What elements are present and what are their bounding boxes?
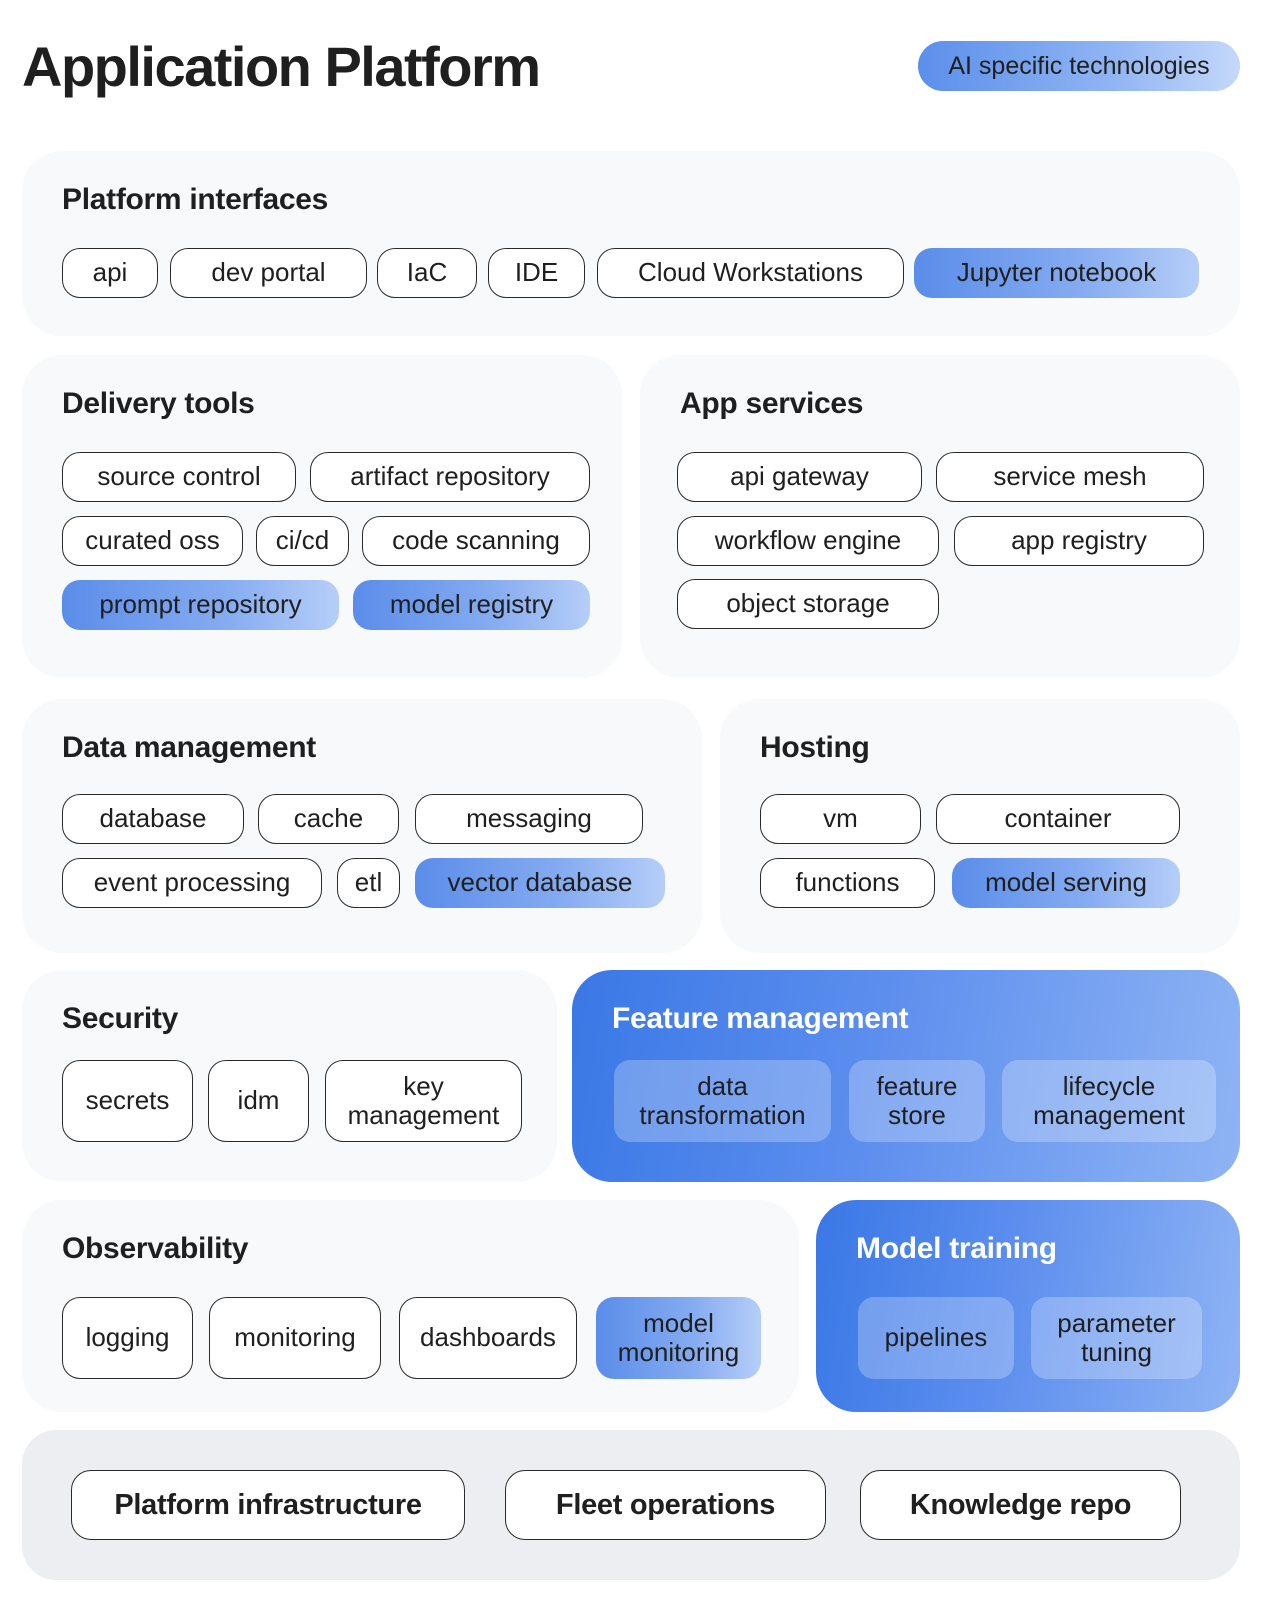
- logging-item: logging: [62, 1297, 193, 1379]
- iac-item: IaC: [377, 248, 477, 298]
- service-mesh-item: service mesh: [936, 452, 1204, 502]
- observability-section: Observability logging monitoring dashboa…: [22, 1200, 799, 1412]
- delivery-tools-section: Delivery tools source control artifact r…: [22, 355, 622, 678]
- parameter-tuning-item: parameter tuning: [1031, 1297, 1202, 1379]
- section-title: Feature management: [612, 1002, 909, 1035]
- jupyter-notebook-item: Jupyter notebook: [914, 248, 1199, 298]
- etl-item: etl: [337, 858, 400, 908]
- foundation-section: Platform infrastructure Fleet operations…: [22, 1430, 1240, 1580]
- event-processing-item: event processing: [62, 858, 322, 908]
- model-monitoring-item: model monitoring: [596, 1297, 761, 1379]
- messaging-item: messaging: [415, 794, 643, 844]
- model-serving-item: model serving: [952, 858, 1180, 908]
- platform-interfaces-section: Platform interfaces api dev portal IaC I…: [22, 151, 1240, 336]
- secrets-item: secrets: [62, 1060, 193, 1142]
- database-item: database: [62, 794, 244, 844]
- functions-item: functions: [760, 858, 935, 908]
- model-training-section: Model training pipelines parameter tunin…: [816, 1200, 1240, 1412]
- section-title: Security: [62, 1002, 178, 1035]
- idm-item: idm: [208, 1060, 309, 1142]
- feature-store-item: feature store: [849, 1060, 985, 1142]
- artifact-repository-item: artifact repository: [310, 452, 590, 502]
- section-title: Observability: [62, 1232, 249, 1265]
- security-section: Security secrets idm key management: [22, 970, 557, 1182]
- workflow-engine-item: workflow engine: [677, 516, 939, 566]
- section-title: Data management: [62, 731, 316, 764]
- code-scanning-item: code scanning: [362, 516, 590, 566]
- prompt-repository-item: prompt repository: [62, 580, 339, 630]
- section-title: Hosting: [760, 731, 870, 764]
- pipelines-item: pipelines: [858, 1297, 1014, 1379]
- section-title: Model training: [856, 1232, 1057, 1265]
- model-registry-item: model registry: [353, 580, 590, 630]
- dashboards-item: dashboards: [399, 1297, 577, 1379]
- app-registry-item: app registry: [954, 516, 1204, 566]
- page-title: Application Platform: [22, 35, 541, 98]
- key-management-item: key management: [325, 1060, 522, 1142]
- source-control-item: source control: [62, 452, 296, 502]
- platform-infrastructure-item: Platform infrastructure: [71, 1470, 465, 1540]
- section-title: App services: [680, 387, 864, 420]
- lifecycle-management-item: lifecycle management: [1002, 1060, 1216, 1142]
- cache-item: cache: [258, 794, 399, 844]
- vm-item: vm: [760, 794, 921, 844]
- container-item: container: [936, 794, 1180, 844]
- feature-management-section: Feature management data transformation f…: [572, 970, 1240, 1182]
- ide-item: IDE: [488, 248, 585, 298]
- vector-database-item: vector database: [415, 858, 665, 908]
- api-item: api: [62, 248, 158, 298]
- ai-legend-badge: AI specific technologies: [918, 41, 1240, 91]
- data-management-section: Data management database cache messaging…: [22, 699, 702, 953]
- api-gateway-item: api gateway: [677, 452, 922, 502]
- dev-portal-item: dev portal: [170, 248, 367, 298]
- data-transformation-item: data transformation: [614, 1060, 831, 1142]
- section-title: Platform interfaces: [62, 183, 329, 216]
- cloud-workstations-item: Cloud Workstations: [597, 248, 904, 298]
- section-title: Delivery tools: [62, 387, 255, 420]
- hosting-section: Hosting vm container functions model ser…: [720, 699, 1240, 953]
- curated-oss-item: curated oss: [62, 516, 243, 566]
- fleet-operations-item: Fleet operations: [505, 1470, 826, 1540]
- knowledge-repo-item: Knowledge repo: [860, 1470, 1181, 1540]
- ci-cd-item: ci/cd: [256, 516, 349, 566]
- object-storage-item: object storage: [677, 579, 939, 629]
- monitoring-item: monitoring: [209, 1297, 381, 1379]
- app-services-section: App services api gateway service mesh wo…: [640, 355, 1240, 678]
